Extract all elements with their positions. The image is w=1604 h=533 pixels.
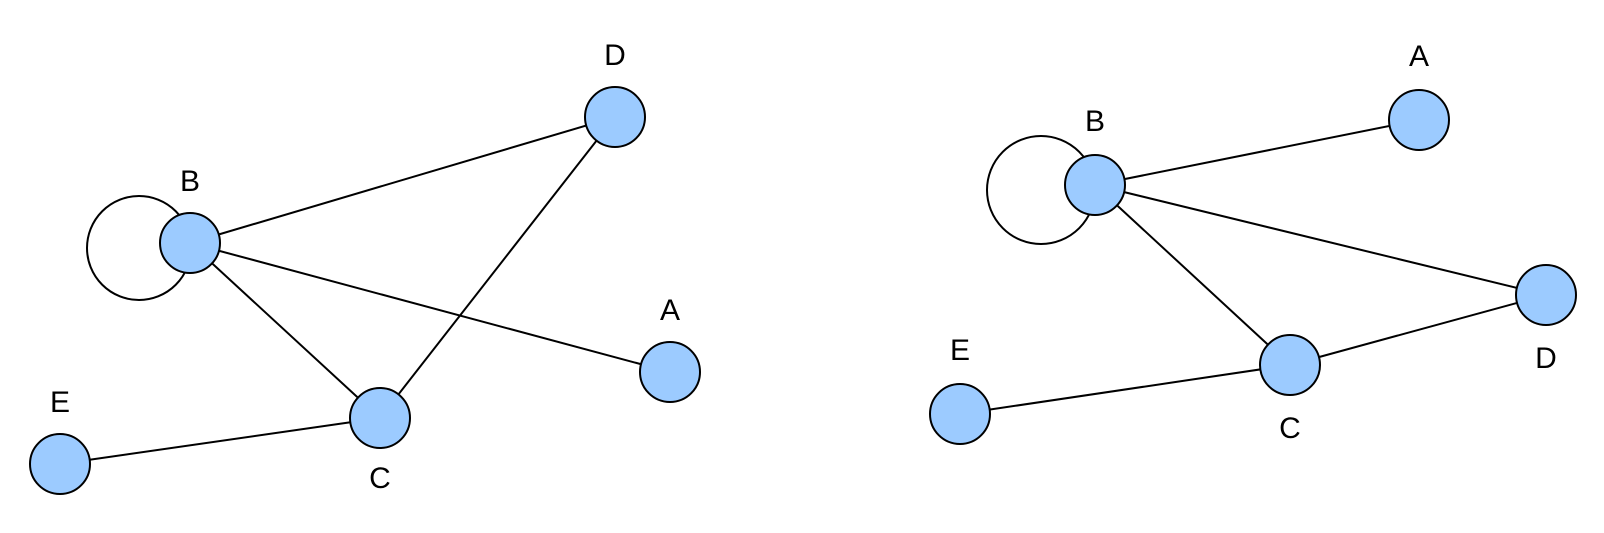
- node-label-d: D: [1535, 342, 1557, 375]
- node-d: [1515, 264, 1577, 326]
- edge-e-c: [59, 417, 381, 465]
- edge-b-a: [189, 242, 671, 373]
- node-label-d: D: [604, 39, 626, 72]
- node-label-a: A: [660, 294, 680, 327]
- node-e: [929, 383, 991, 445]
- edge-b-c: [1094, 184, 1291, 366]
- node-label-b: B: [1085, 105, 1105, 138]
- node-a: [1388, 89, 1450, 151]
- edge-b-d: [1094, 184, 1547, 296]
- edge-c-d: [379, 116, 616, 419]
- node-label-a: A: [1409, 40, 1429, 73]
- node-e: [29, 433, 91, 495]
- node-label-e: E: [950, 334, 970, 367]
- edge-e-c: [959, 364, 1291, 415]
- graph-left: A B C D E: [29, 39, 701, 495]
- node-label-b: B: [180, 165, 200, 198]
- node-b: [1064, 154, 1126, 216]
- node-c: [1259, 334, 1321, 396]
- edge-c-d: [1289, 294, 1547, 366]
- node-a: [639, 341, 701, 403]
- edge-b-a: [1094, 119, 1420, 186]
- node-label-c: C: [369, 462, 391, 495]
- node-label-e: E: [50, 386, 70, 419]
- edge-b-d: [189, 116, 616, 244]
- node-d: [584, 86, 646, 148]
- edge-b-c: [189, 242, 381, 419]
- node-label-c: C: [1279, 412, 1301, 445]
- node-b: [159, 212, 221, 274]
- node-c: [349, 387, 411, 449]
- graph-right: A B C D E: [929, 40, 1577, 445]
